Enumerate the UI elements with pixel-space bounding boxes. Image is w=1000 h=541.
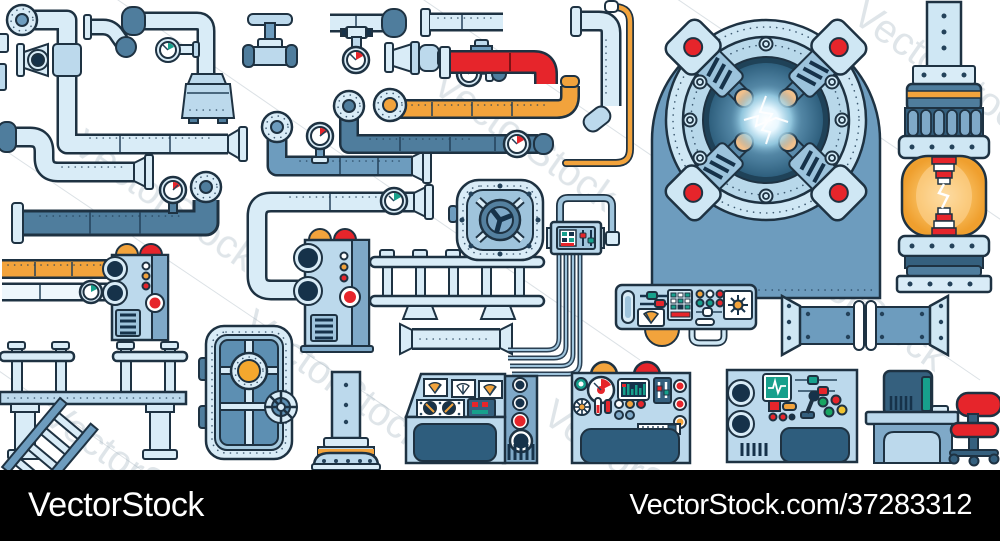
lamp-dots bbox=[673, 379, 687, 429]
reactor-bolts bbox=[682, 36, 850, 204]
console-buttons bbox=[508, 377, 534, 454]
electrode-top bbox=[931, 156, 957, 185]
gauge-console bbox=[404, 372, 539, 465]
hatch-door bbox=[198, 324, 298, 461]
steel-pipe-with-inline-gauge bbox=[332, 89, 554, 159]
computer-desk bbox=[864, 369, 1000, 467]
portable-control-panel bbox=[614, 283, 758, 347]
flanged-elbow-pipe-with-valve bbox=[5, 3, 248, 162]
capacitor-lamp bbox=[895, 0, 993, 294]
electrode-bottom bbox=[931, 207, 957, 236]
gauge-fitting-vertical bbox=[340, 26, 373, 75]
flanged-pipe-with-gauge bbox=[260, 110, 432, 184]
machine-parts-scene: VectorStock VectorStock VectorStock Vect… bbox=[0, 0, 1000, 470]
ladder bbox=[0, 396, 99, 470]
t-handle-valve bbox=[242, 13, 298, 68]
vectorstock-logo: VectorStock bbox=[28, 486, 204, 524]
pipe-coupling bbox=[780, 293, 950, 358]
reactor-core bbox=[650, 18, 882, 300]
orange-flanged-pipe bbox=[372, 75, 580, 123]
service-platform bbox=[0, 341, 189, 470]
office-chair bbox=[948, 391, 1000, 467]
orange-hose bbox=[562, 0, 634, 167]
flanged-pipe-short bbox=[420, 8, 503, 37]
small-elbow-pipe bbox=[83, 14, 137, 58]
vectorstock-url: VectorStock.com/37283312 bbox=[629, 489, 972, 521]
indicator-console bbox=[570, 360, 692, 465]
elbow-pipe-left-capped bbox=[0, 121, 154, 190]
capped-pipe-hopper-machine bbox=[121, 6, 236, 124]
round-hatch bbox=[448, 178, 545, 262]
gauge-boxes bbox=[423, 378, 503, 399]
signal-console-tall bbox=[293, 228, 374, 353]
cable-junction-box bbox=[508, 194, 620, 377]
short-flanged-pipe bbox=[399, 322, 513, 356]
elbow-pipe-capped bbox=[570, 6, 622, 133]
pedestal-column bbox=[311, 370, 381, 470]
light-pipe-with-teal-gauge bbox=[246, 184, 434, 301]
lever-console bbox=[725, 368, 859, 464]
reactor-arm bbox=[664, 18, 868, 222]
steel-pipe-with-riser bbox=[11, 170, 223, 244]
signal-console-small bbox=[2, 243, 170, 342]
pipe-end-nubs bbox=[0, 33, 9, 91]
cone-valve-horizontal bbox=[384, 41, 446, 75]
capped-pipe-short bbox=[330, 8, 407, 38]
red-elbow-pipe bbox=[439, 46, 558, 86]
watermark-bar: VectorStock VectorStock.com/37283312 bbox=[0, 470, 1000, 541]
